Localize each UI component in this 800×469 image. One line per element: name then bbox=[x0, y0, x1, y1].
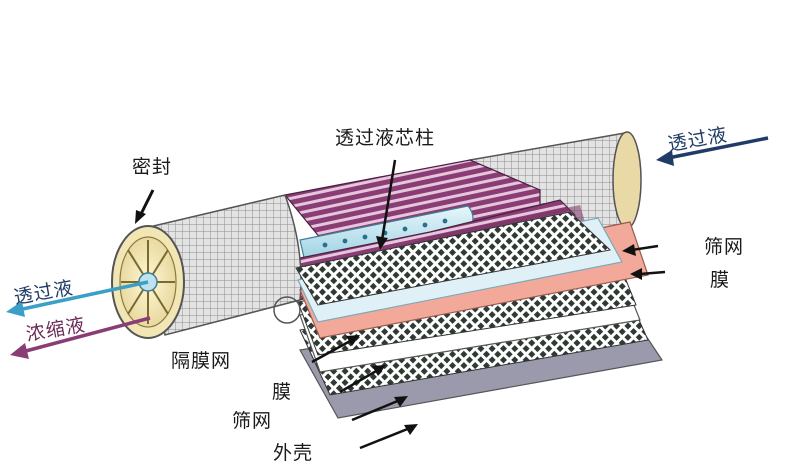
concentrate-arrow bbox=[10, 316, 151, 359]
permeate-core-arrow bbox=[376, 159, 397, 250]
label-shell: 外壳 bbox=[273, 442, 314, 464]
label-sieve-net-right: 筛网 bbox=[704, 236, 745, 258]
label-membrane-lower: 膜 bbox=[272, 381, 293, 403]
label-sieve-net-lower: 筛网 bbox=[232, 410, 273, 432]
label-permeate-core: 透过液芯柱 bbox=[335, 127, 436, 149]
layer-stack bbox=[295, 211, 664, 419]
permeate-in-arrow bbox=[656, 136, 769, 166]
permeate-out-arrow bbox=[6, 280, 149, 317]
label-spacer-net: 隔膜网 bbox=[171, 350, 232, 372]
seal-arrow bbox=[135, 189, 155, 224]
sieve-net-right-arrows bbox=[622, 244, 666, 280]
right-end-cap bbox=[612, 131, 642, 229]
sieve-net-right-sheet bbox=[295, 211, 612, 306]
label-seal: 密封 bbox=[132, 156, 173, 178]
junction-highlight bbox=[273, 296, 301, 324]
lower-layer-arrows bbox=[311, 335, 418, 450]
left-shell-section bbox=[144, 194, 302, 336]
label-membrane-right: 膜 bbox=[710, 269, 731, 291]
